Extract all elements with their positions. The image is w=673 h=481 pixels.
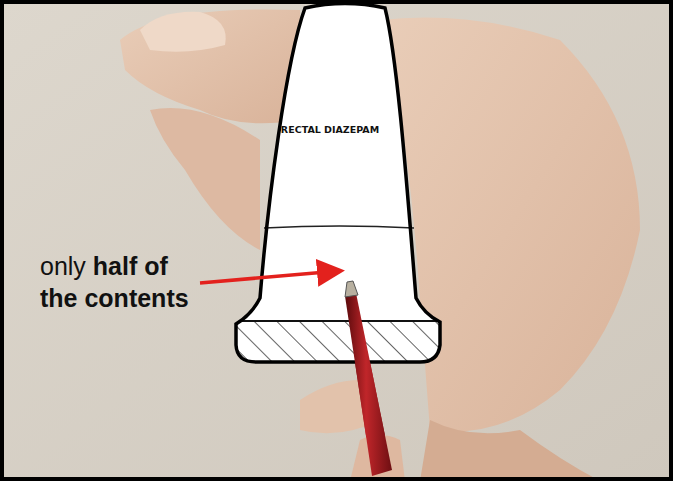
red-pen-front <box>345 293 392 476</box>
pen-tip-front <box>345 281 358 297</box>
tube-label: RECTAL DIAZEPAM <box>232 124 428 135</box>
callout-text: only half of the contents <box>40 250 212 314</box>
right-hand <box>380 18 640 432</box>
pen-finger <box>350 435 405 481</box>
fingernail <box>140 12 226 52</box>
left-fingers <box>120 9 300 123</box>
medicine-tube: RECTAL DIAZEPAM <box>232 0 444 366</box>
wrist <box>420 420 600 481</box>
tube-outline <box>232 0 444 366</box>
pointer-arrow <box>200 271 338 283</box>
callout-word: only <box>40 252 86 280</box>
left-thumb <box>150 108 260 250</box>
